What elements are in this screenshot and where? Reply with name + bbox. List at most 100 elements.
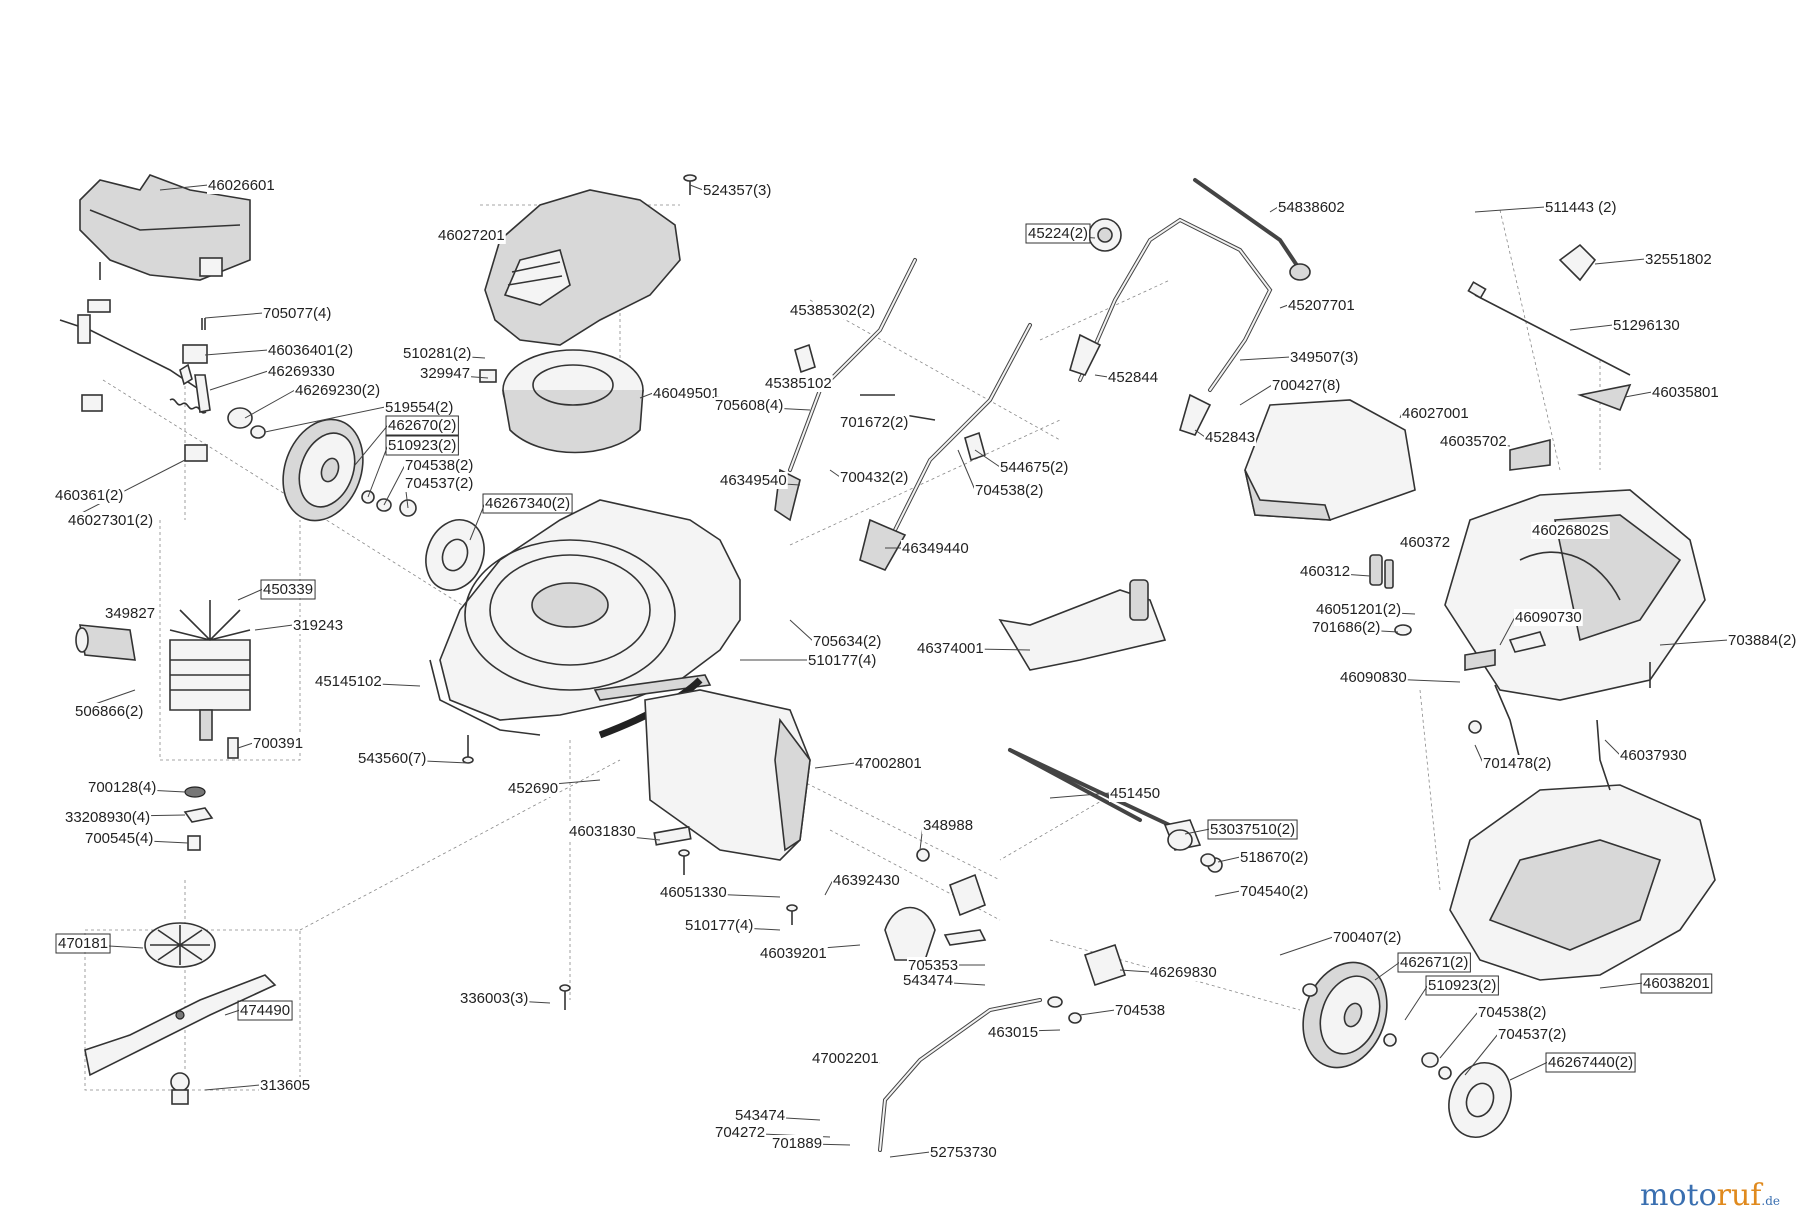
label-background [812, 633, 883, 650]
label-background [1439, 433, 1508, 450]
part-number-text: 510923(2) [388, 437, 456, 454]
part-number-box [1207, 819, 1298, 840]
part-label: 46027201 [437, 227, 506, 244]
part-label: 700545(4) [84, 830, 155, 847]
part-number-text: 704538(2) [975, 482, 1043, 499]
part-label: 46392430 [832, 872, 901, 889]
part-label: 45385302(2) [789, 302, 877, 319]
part-number-text: 700391 [253, 735, 303, 752]
leader-line [1119, 969, 1151, 973]
part-number-text: 46051201(2) [1316, 601, 1401, 618]
leader-line [1374, 961, 1401, 981]
part-number-text: 33208930(4) [65, 809, 150, 826]
part-label: 701478(2) [1482, 755, 1553, 772]
leader-line [264, 406, 386, 433]
leader-line [1079, 1009, 1116, 1016]
part-label: 46031830 [568, 823, 637, 840]
part-number-text: 705634(2) [813, 633, 881, 650]
grass-box-frame [1444, 489, 1706, 701]
mulch-insert [998, 579, 1167, 671]
label-background [1401, 405, 1470, 422]
label-background [907, 957, 960, 974]
label-background [759, 945, 828, 962]
leader-line [1569, 324, 1614, 331]
part-number-text: 313605 [260, 1077, 310, 1094]
part-number-text: 45207701 [1288, 297, 1355, 314]
part-label: 349507(3) [1289, 349, 1360, 366]
part-number-text: 46090830 [1340, 669, 1407, 686]
leader-line [204, 349, 269, 356]
part-label: 705634(2) [812, 633, 883, 650]
part-number-text: 54838602 [1278, 199, 1345, 216]
part-label: 700391 [252, 735, 305, 752]
part-number-text: 319243 [293, 617, 343, 634]
label-background [54, 487, 125, 504]
part-number-text: 46038201 [1643, 975, 1710, 992]
part-number-text: 46051330 [660, 884, 727, 901]
part-label: 544675(2) [999, 459, 1070, 476]
leader-line [1604, 739, 1621, 756]
part-number-text: 46349540 [720, 472, 787, 489]
part-label: 47002801 [854, 755, 923, 772]
label-background [87, 779, 158, 796]
label-background [714, 397, 785, 414]
part-number-text: 45224(2) [1028, 225, 1088, 242]
label-background [922, 817, 975, 834]
leader-line [67, 459, 186, 521]
label-background [999, 459, 1070, 476]
label-background [1612, 317, 1681, 334]
leader-line [889, 1151, 931, 1158]
motor-hood [484, 189, 681, 346]
leader-line [254, 624, 294, 631]
part-label: 518670(2) [1239, 849, 1310, 866]
part-label: 701686(2) [1311, 619, 1382, 636]
part-label: 704540(2) [1239, 883, 1310, 900]
part-number-text: 506866(2) [75, 703, 143, 720]
leader-line [1594, 258, 1646, 265]
grass-box-lid [1244, 399, 1416, 521]
part-number-text: 452843 [1205, 429, 1255, 446]
leader-line [1214, 890, 1241, 897]
part-number-box [385, 415, 459, 436]
label-background [734, 1107, 787, 1124]
label-background [1727, 632, 1798, 649]
leader-line [367, 444, 389, 498]
leader-line [1217, 856, 1241, 863]
label-background [507, 780, 560, 797]
part-label: 700427(8) [1271, 377, 1342, 394]
part-number-box [55, 933, 111, 954]
leader-line [354, 424, 389, 466]
assembly-guides [84, 204, 1601, 1091]
front-axle-rod [1008, 748, 1216, 867]
label-background [839, 414, 910, 431]
part-label: 700128(4) [87, 779, 158, 796]
label-background [916, 640, 985, 657]
part-number-box [1397, 952, 1471, 973]
part-label: 470181 [55, 933, 111, 954]
label-background [764, 375, 833, 392]
part-label: 46027001 [1401, 405, 1470, 422]
part-label: 452843 [1204, 429, 1257, 446]
label-background [1339, 669, 1408, 686]
part-number-text: 46267340(2) [485, 495, 570, 512]
part-label: 46267340(2) [482, 493, 573, 514]
label-background [1315, 601, 1403, 618]
leader-line [159, 184, 209, 191]
part-label: 46269830 [1149, 964, 1218, 981]
part-number-text: 460372 [1400, 534, 1450, 551]
part-label: 46349440 [901, 540, 970, 557]
cable-and-clip [1467, 243, 1632, 471]
part-label: 462671(2) [1397, 952, 1471, 973]
label-background [67, 512, 155, 529]
part-label: 33208930(4) [64, 809, 152, 826]
part-number-text: 45385302(2) [790, 302, 875, 319]
part-number-text: 52753730 [930, 1144, 997, 1161]
part-label: 704537(2) [1497, 1026, 1568, 1043]
leader-line [1239, 356, 1291, 361]
part-label: 452844 [1107, 369, 1160, 386]
label-background [789, 302, 877, 319]
part-number-text: 46027301(2) [68, 512, 153, 529]
leader-line [689, 184, 704, 191]
part-number-box [482, 493, 573, 514]
